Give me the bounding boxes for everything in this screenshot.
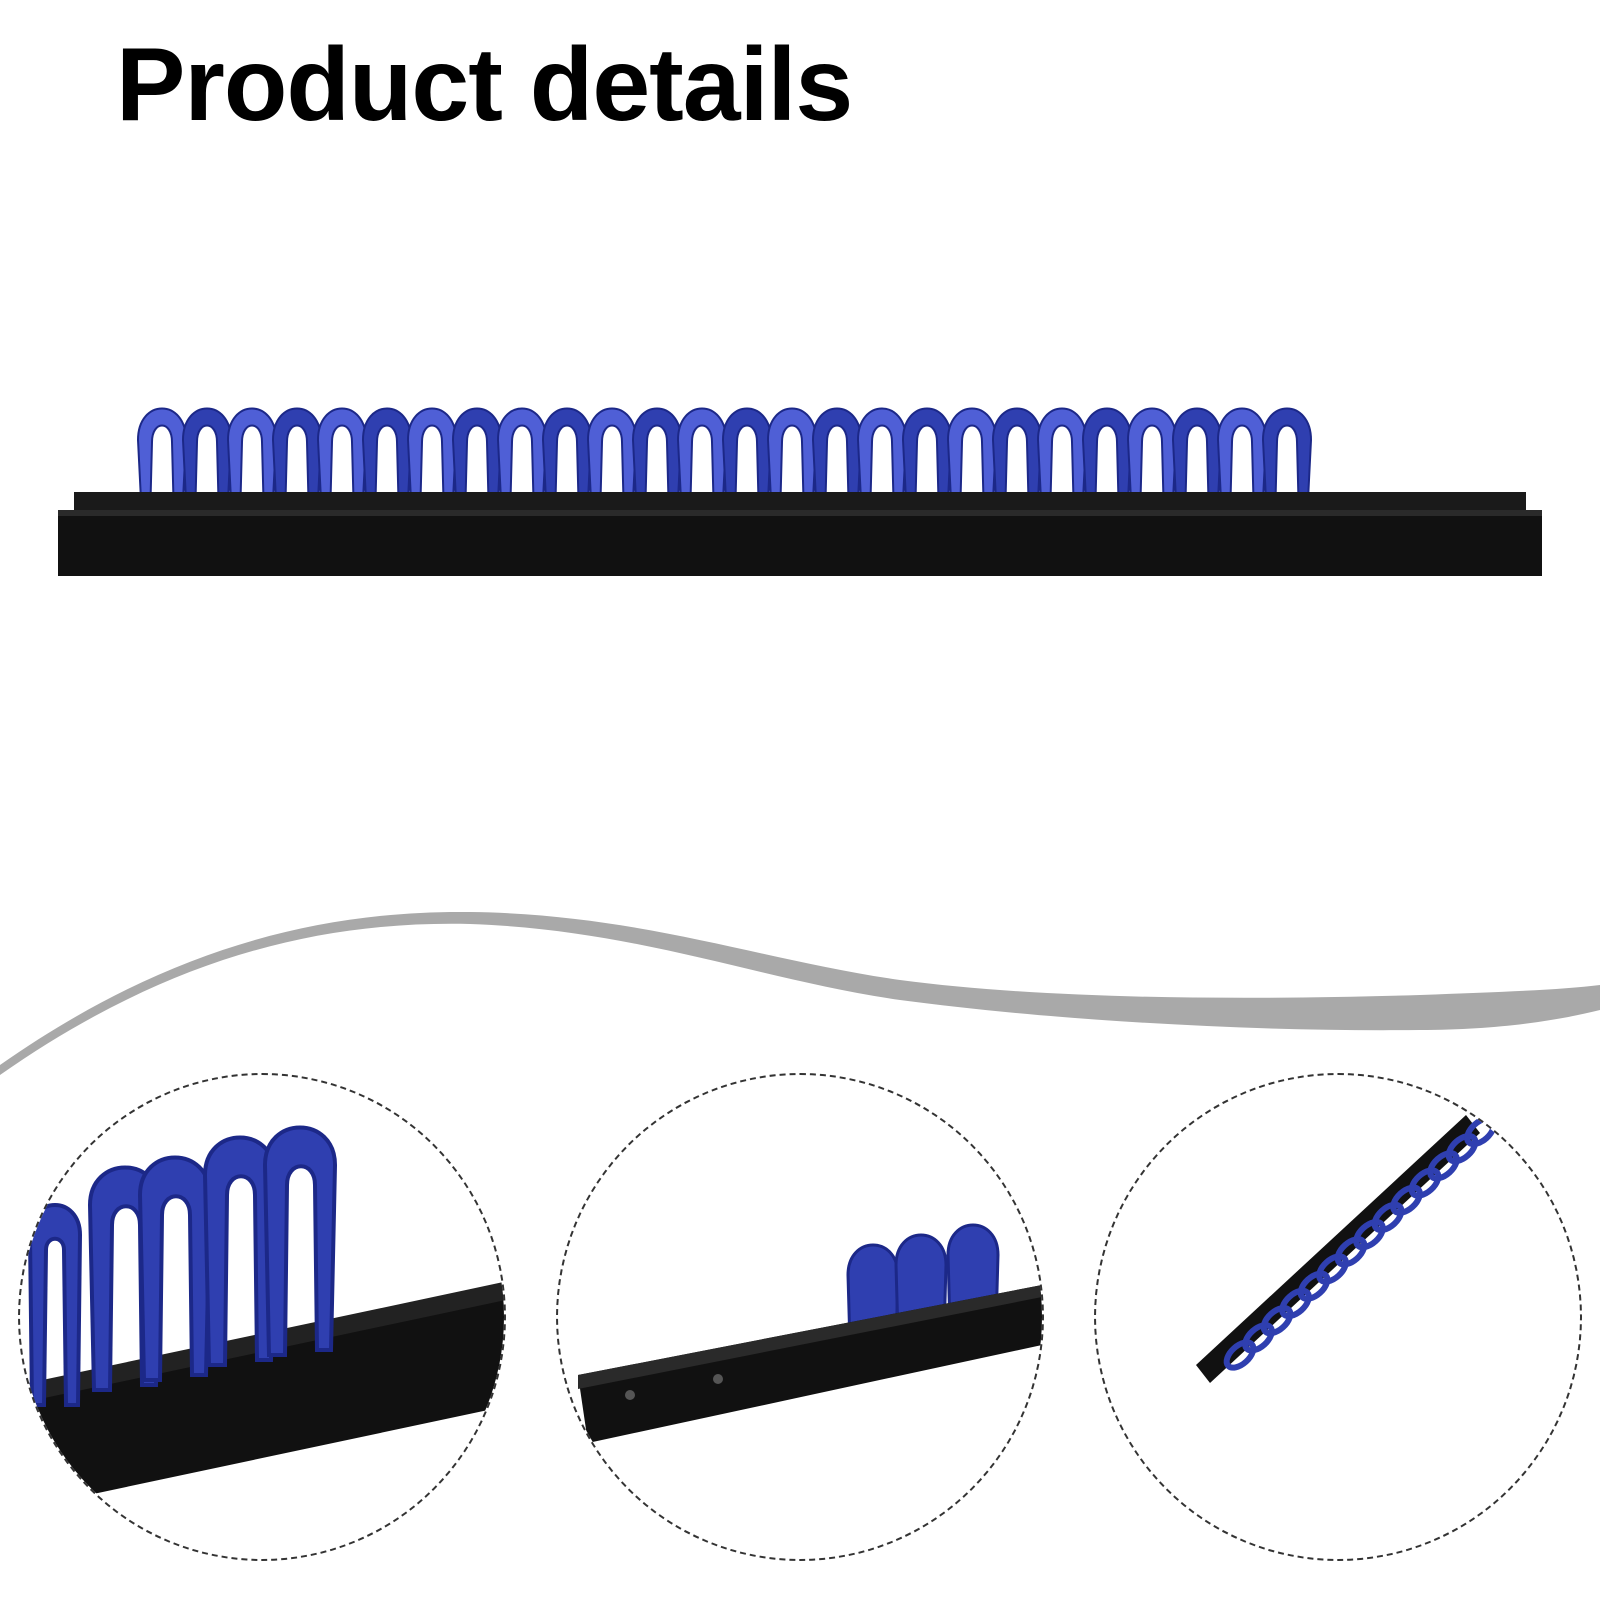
detail-rail-holes <box>556 1073 1044 1561</box>
detail-closeup-clips <box>18 1073 506 1561</box>
detail-angled-view <box>1094 1073 1582 1561</box>
clip <box>1316 1253 1349 1285</box>
clip <box>1297 1270 1331 1302</box>
clip <box>1242 1322 1275 1354</box>
clip <box>1445 1132 1479 1165</box>
clip <box>1279 1287 1312 1320</box>
clip <box>1371 1201 1405 1234</box>
clip <box>1334 1236 1368 1268</box>
clip <box>1408 1167 1442 1199</box>
clip <box>1223 1339 1257 1371</box>
page-title: Product details <box>116 27 853 143</box>
clip <box>1427 1150 1460 1182</box>
clip <box>1390 1184 1423 1216</box>
product-photo <box>58 407 1542 576</box>
decorative-wave <box>0 911 1600 1075</box>
clip <box>1260 1304 1294 1337</box>
rail <box>58 492 1542 576</box>
clip <box>1353 1218 1386 1251</box>
